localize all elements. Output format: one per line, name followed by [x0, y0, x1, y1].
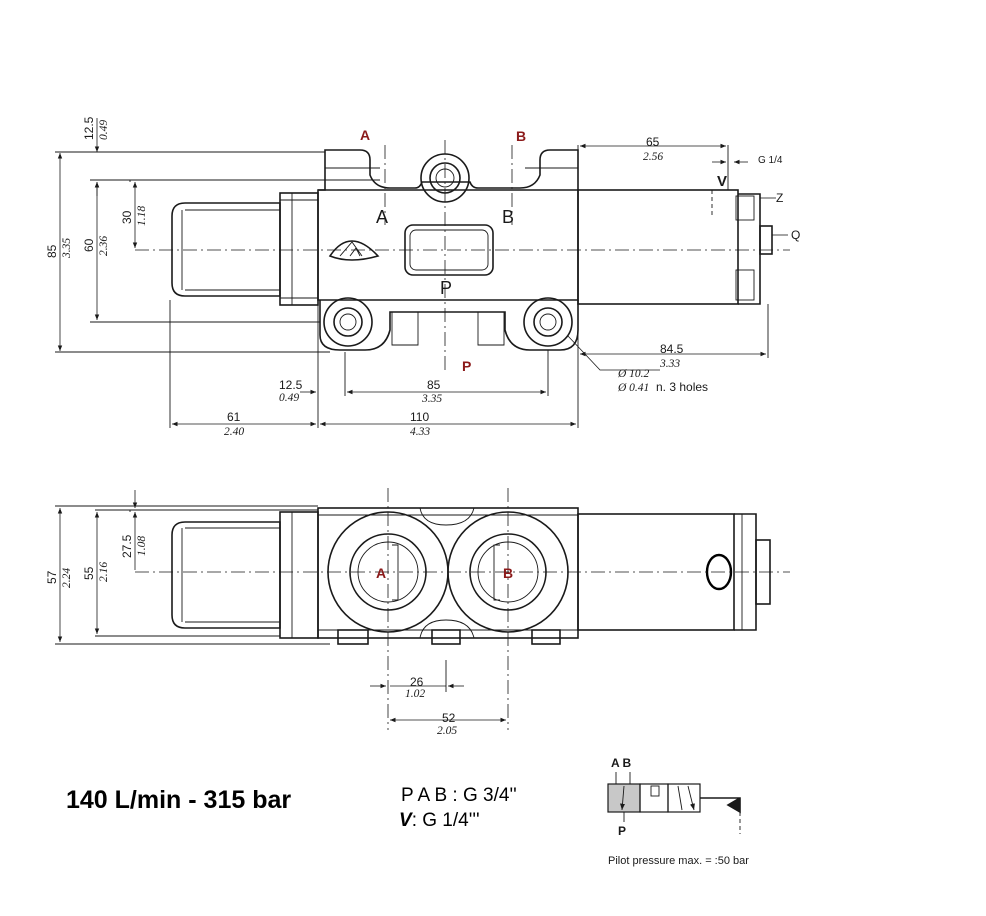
body-cast-b: B [502, 207, 514, 227]
side-port-a-label: A [376, 565, 386, 581]
symbol-ab-label: A B [611, 756, 632, 770]
dim-3-35-vert: 3.35 [61, 238, 73, 259]
flow-pressure-rating: 140 L/min - 315 bar [66, 786, 292, 814]
side-port-b-label: B [503, 565, 513, 581]
dim-55: 55 [82, 566, 96, 580]
dim-12-5-top: 12.5 [82, 116, 96, 140]
dim-26: 26 [410, 675, 424, 689]
dim-65: 65 [646, 135, 660, 149]
dim-27-5: 27.5 [120, 534, 134, 558]
q-port-label: Q [791, 228, 800, 242]
v-thread-letter: V [399, 810, 412, 831]
body-cast-p: P [440, 278, 452, 298]
top-port-a-label: A [360, 127, 370, 143]
dim-4-33: 4.33 [410, 426, 430, 438]
v-thread-size: : G 1/4''' [411, 810, 480, 831]
dim-3-35-horiz: 3.35 [421, 393, 442, 405]
top-spool-cap [171, 192, 319, 306]
dim-3-33: 3.33 [659, 358, 680, 370]
dim-57: 57 [45, 570, 59, 584]
body-cast-a: A [376, 207, 388, 227]
dim-2-24: 2.24 [61, 568, 73, 588]
hydraulic-symbol: A B P Pilot pressure max. = :50 bar [607, 756, 749, 867]
dim-30: 30 [120, 210, 134, 224]
dim-g14: G 1/4 [758, 155, 783, 166]
dim-2-36: 2.36 [98, 236, 110, 256]
dim-1-02: 1.02 [405, 688, 425, 700]
dim-2-16: 2.16 [98, 562, 110, 582]
dim-1-18: 1.18 [136, 206, 148, 226]
v-port-label: V [717, 173, 727, 190]
dim-hole-note: n. 3 holes [656, 380, 708, 394]
top-pilot-housing [577, 189, 773, 305]
top-port-b-label: B [516, 128, 526, 144]
dim-12-5-horiz: 12.5 [279, 378, 303, 392]
dim-2-56: 2.56 [643, 151, 663, 163]
top-view: A B P A B P V Z Q 12.5 0.49 85 3.35 60 2… [45, 116, 800, 438]
dim-84-5: 84.5 [660, 342, 684, 356]
top-port-p-label: P [462, 358, 471, 374]
z-port-label: Z [776, 191, 783, 205]
top-extension-lines [55, 145, 769, 428]
dim-85-horiz: 85 [427, 378, 441, 392]
side-view: A B 57 2.24 55 2.16 27.5 1.08 26 1.02 52… [45, 488, 790, 737]
dim-2-40: 2.40 [224, 426, 244, 438]
dim-0-49-top: 0.49 [98, 120, 110, 140]
dim-61: 61 [227, 410, 241, 424]
symbol-p-label: P [618, 824, 626, 838]
v-thread-spec: V: G 1/4''' [399, 810, 480, 832]
dim-1-08: 1.08 [136, 536, 148, 556]
dim-110: 110 [410, 410, 429, 424]
dim-52: 52 [442, 711, 456, 725]
dim-2-05: 2.05 [437, 725, 457, 737]
dim-85-vert: 85 [45, 244, 59, 258]
dim-0-49-horiz: 0.49 [279, 392, 299, 404]
dim-hole-0-41: Ø 0.41 [617, 382, 649, 394]
pab-thread-spec: P A B : G 3/4'' [401, 785, 517, 806]
dim-hole-10-2: Ø 10.2 [617, 368, 650, 380]
pilot-pressure-note: Pilot pressure max. = :50 bar [608, 855, 749, 867]
dim-60: 60 [82, 238, 96, 252]
